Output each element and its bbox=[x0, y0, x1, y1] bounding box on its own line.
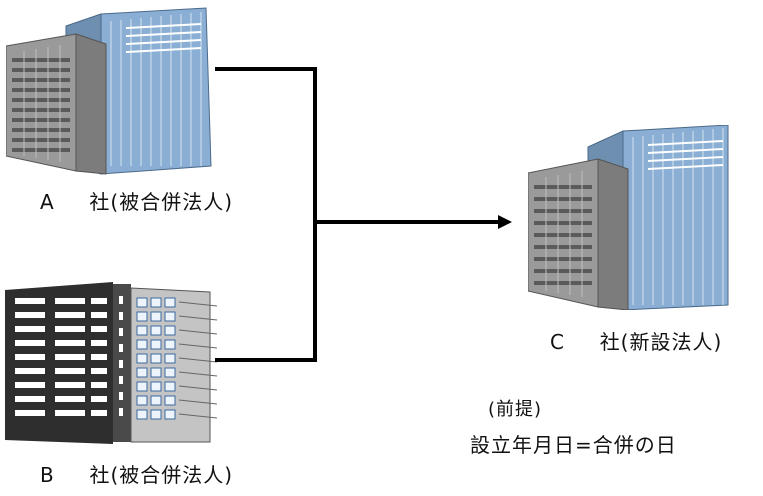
company-a-label: A 社(被合併法人) bbox=[40, 190, 233, 214]
building-c-icon bbox=[528, 125, 729, 310]
company-b-letter: B bbox=[40, 463, 55, 487]
arrow-head-icon bbox=[498, 215, 512, 229]
company-c-name: 社(新設法人) bbox=[599, 330, 723, 354]
building-b-icon bbox=[5, 282, 218, 444]
company-b-name: 社(被合併法人) bbox=[89, 463, 234, 487]
company-b-label: B 社(被合併法人) bbox=[40, 463, 233, 487]
company-c-letter: C bbox=[550, 330, 565, 354]
connector-from-a bbox=[215, 67, 317, 222]
company-a-letter: A bbox=[40, 190, 55, 214]
premise-heading: (前提) bbox=[488, 399, 543, 420]
building-a-icon bbox=[6, 7, 212, 175]
premise-text: 設立年月日=合併の日 bbox=[470, 433, 677, 457]
company-a-name: 社(被合併法人) bbox=[89, 190, 234, 214]
connector-from-b bbox=[215, 222, 317, 362]
company-c-label: C 社(新設法人) bbox=[550, 330, 722, 354]
